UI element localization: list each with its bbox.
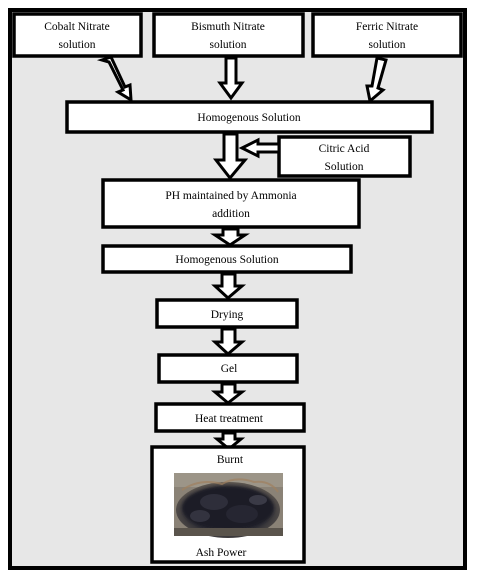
node-bismuth-nitrate: Bismuth Nitrate solution [152,12,305,58]
arrow-heat-to-burnt [212,431,246,451]
node-burnt-ash: Burnt Ash Power [150,445,306,564]
ash-powder-photo [174,473,283,538]
node-gel: Gel [157,353,299,384]
node-homog2-label: Homogenous Solution [175,254,278,266]
node-heat-treatment: Heat treatment [154,402,306,433]
node-homogenous-solution-2: Homogenous Solution [101,244,353,274]
node-drying-label: Drying [211,309,244,321]
arrow-ph-to-homog2 [210,227,250,247]
node-drying: Drying [155,298,299,329]
node-ash-label: Ash Power [196,547,247,559]
node-bismuth-line2: solution [209,39,246,51]
node-cobalt-line1: Cobalt Nitrate [44,21,109,33]
node-citric-line1: Citric Acid [319,143,370,155]
node-heat-label: Heat treatment [195,413,264,425]
node-cobalt-nitrate: Cobalt Nitrate solution [12,12,143,58]
node-gel-label: Gel [221,363,238,375]
node-cobalt-line2: solution [58,39,95,51]
node-ph-line1: PH maintained by Ammonia [165,190,296,202]
arrow-cobalt-to-homog [96,55,133,103]
node-citric-acid: Citric Acid Solution [277,135,412,178]
node-citric-line2: Solution [325,161,364,173]
arrow-drying-to-gel [211,327,247,357]
arrow-gel-to-heat [210,382,247,405]
arrow-ferric-to-homog [365,56,388,104]
arrow-homog2-to-drying [211,272,247,301]
node-ph-line2: addition [212,208,250,220]
node-homog1-label: Homogenous Solution [197,112,300,124]
node-ferric-nitrate: Ferric Nitrate solution [311,12,463,58]
node-ferric-line1: Ferric Nitrate [356,21,418,33]
node-bismuth-line1: Bismuth Nitrate [191,21,265,33]
node-ph-ammonia: PH maintained by Ammonia addition [101,178,361,229]
arrow-homog1-to-ph [212,132,249,181]
node-ferric-line2: solution [368,39,405,51]
node-homogenous-solution-1: Homogenous Solution [65,100,434,134]
arrow-bismuth-to-homog [217,56,245,101]
node-burnt-label: Burnt [217,454,244,466]
arrow-citric-to-main [238,137,281,159]
